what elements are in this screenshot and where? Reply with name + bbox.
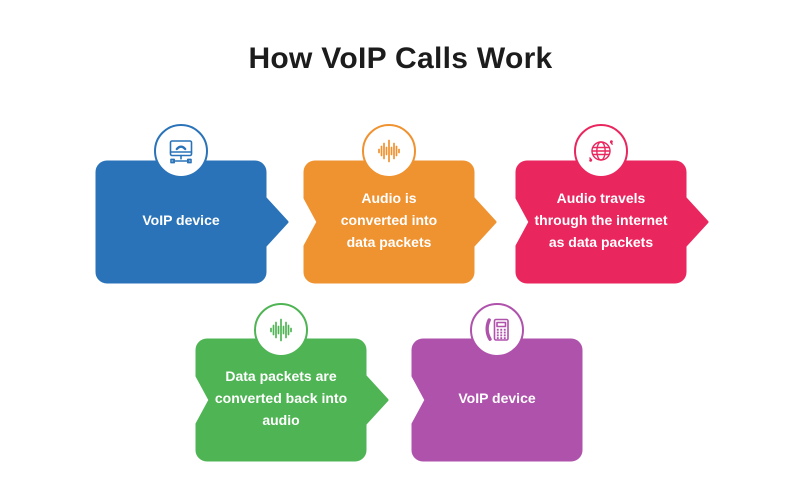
step-3-label-line: through the internet [534, 212, 668, 228]
step-2-label-line: data packets [346, 234, 432, 250]
desk-phone-keypad [496, 328, 506, 340]
step-2-chevron-shape [303, 160, 497, 284]
step-5-label-line: VoIP device [458, 390, 536, 406]
globe-orbit-dots [589, 140, 613, 162]
page-title: How VoIP Calls Work [248, 42, 553, 75]
step-1-label: VoIP device [97, 162, 265, 282]
step-3-label-line: as data packets [548, 234, 654, 250]
step-2-label-line: Audio is [361, 190, 417, 206]
step-4-label-line: Data packets are [225, 368, 337, 384]
step-5-box [411, 338, 583, 462]
step-5-label: VoIP device [413, 340, 581, 460]
step-2-label: Audio is converted into data packets [305, 162, 473, 282]
step-3-badge [574, 124, 628, 178]
desk-phone-icon [485, 318, 509, 341]
voip-monitor-icon [169, 140, 193, 164]
audio-waveform-icon [378, 139, 400, 163]
audio-waveform-icon [270, 318, 292, 342]
step-4-chevron-shape [195, 338, 389, 462]
step-2-badge [362, 124, 416, 178]
step-4-box [195, 338, 389, 462]
step-4-label-line: converted back into [214, 390, 348, 406]
step-2-label-line: converted into [340, 212, 438, 228]
step-3-label: Audio travels through the internet as da… [517, 162, 685, 282]
step-3-box [515, 160, 709, 284]
step-1-box [95, 160, 289, 284]
step-1-chevron-shape [95, 160, 289, 284]
step-5-badge [470, 303, 524, 357]
step-1-badge [154, 124, 208, 178]
step-1-badge-circle [154, 124, 208, 178]
step-3-label-line: Audio travels [556, 190, 646, 206]
internet-globe-icon [589, 141, 613, 161]
step-5-chevron-shape [411, 338, 583, 462]
step-4-label-line: audio [262, 412, 300, 428]
step-1-label-line: VoIP device [142, 212, 220, 228]
step-2-box [303, 160, 497, 284]
step-4-label: Data packets are converted back into aud… [197, 340, 365, 460]
step-4-badge [254, 303, 308, 357]
step-3-chevron-shape [515, 160, 709, 284]
